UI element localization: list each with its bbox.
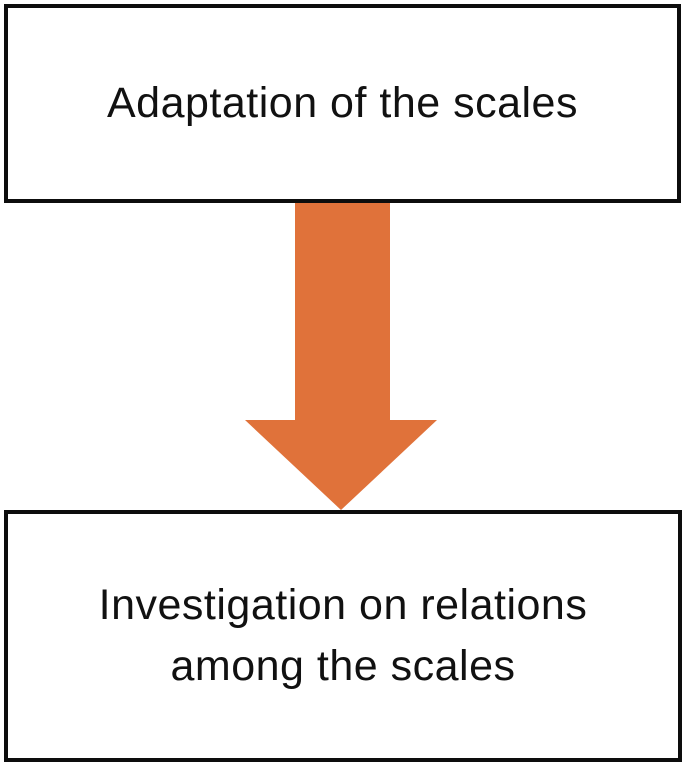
bottom-box: Investigation on relations among the sca… — [4, 510, 682, 762]
bottom-box-label: Investigation on relations among the sca… — [98, 580, 588, 690]
down-arrow-shape — [245, 203, 437, 510]
down-arrow-icon — [245, 203, 437, 510]
top-box: Adaptation of the scales — [4, 4, 681, 203]
top-box-label: Adaptation of the scales — [107, 78, 578, 127]
